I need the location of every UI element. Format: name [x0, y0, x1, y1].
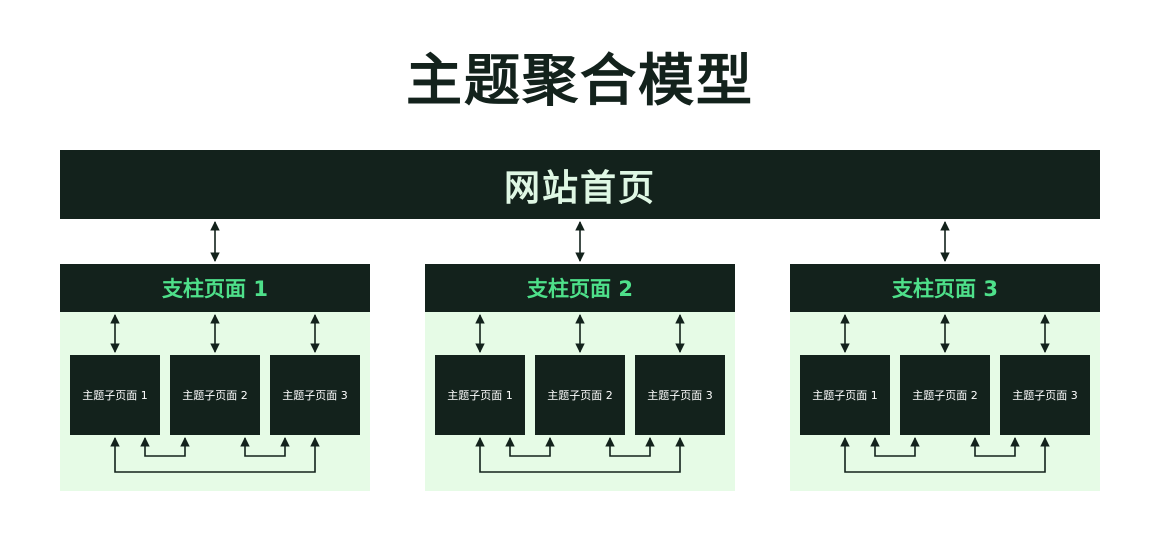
subpage-node: 主题子页面 3 — [1000, 355, 1090, 435]
pillar-label: 支柱页面 1 — [162, 277, 268, 301]
subpage-link-1-2 — [505, 437, 555, 457]
subpage-link-1-2 — [140, 437, 190, 457]
pillar-group-1: 支柱页面 1 主题子页面 1 主题子页面 2 主题子页面 3 — [60, 264, 370, 491]
subpage-link-1-3 — [475, 437, 685, 473]
subpage-label: 主题子页面 1 — [447, 389, 513, 402]
pillar-node-3: 支柱页面 3 — [790, 264, 1100, 312]
pillar-label: 支柱页面 3 — [892, 277, 998, 301]
subpage-link-1-3 — [110, 437, 320, 473]
subpage-node: 主题子页面 1 — [70, 355, 160, 435]
subpage-label: 主题子页面 2 — [547, 389, 613, 402]
subpage-link-1-3 — [840, 437, 1050, 473]
pillar-group-3: 支柱页面 3 主题子页面 1 主题子页面 2 主题子页面 3 — [790, 264, 1100, 491]
home-page-node: 网站首页 — [60, 150, 1100, 219]
subpage-label: 主题子页面 3 — [1012, 389, 1078, 402]
diagram-title: 主题聚合模型 — [406, 49, 754, 114]
pillar-label: 支柱页面 2 — [527, 277, 633, 301]
subpage-node: 主题子页面 3 — [270, 355, 360, 435]
subpage-label: 主题子页面 3 — [282, 389, 348, 402]
subpage-link-1-2 — [870, 437, 920, 457]
subpage-link-2-3 — [970, 437, 1020, 457]
pillar-group-2: 支柱页面 2 主题子页面 1 主题子页面 2 主题子页面 3 — [425, 264, 735, 491]
subpage-link-2-3 — [605, 437, 655, 457]
subpage-link-2-3 — [240, 437, 290, 457]
home-page-label: 网站首页 — [503, 167, 656, 209]
pillar-node-1: 支柱页面 1 — [60, 264, 370, 312]
subpage-node: 主题子页面 1 — [800, 355, 890, 435]
subpage-label: 主题子页面 1 — [82, 389, 148, 402]
subpage-node: 主题子页面 2 — [170, 355, 260, 435]
subpage-node: 主题子页面 2 — [535, 355, 625, 435]
subpage-label: 主题子页面 2 — [912, 389, 978, 402]
subpage-node: 主题子页面 2 — [900, 355, 990, 435]
subpage-label: 主题子页面 2 — [182, 389, 248, 402]
subpage-node: 主题子页面 1 — [435, 355, 525, 435]
subpage-label: 主题子页面 1 — [812, 389, 878, 402]
pillar-node-2: 支柱页面 2 — [425, 264, 735, 312]
subpage-label: 主题子页面 3 — [647, 389, 713, 402]
subpage-node: 主题子页面 3 — [635, 355, 725, 435]
